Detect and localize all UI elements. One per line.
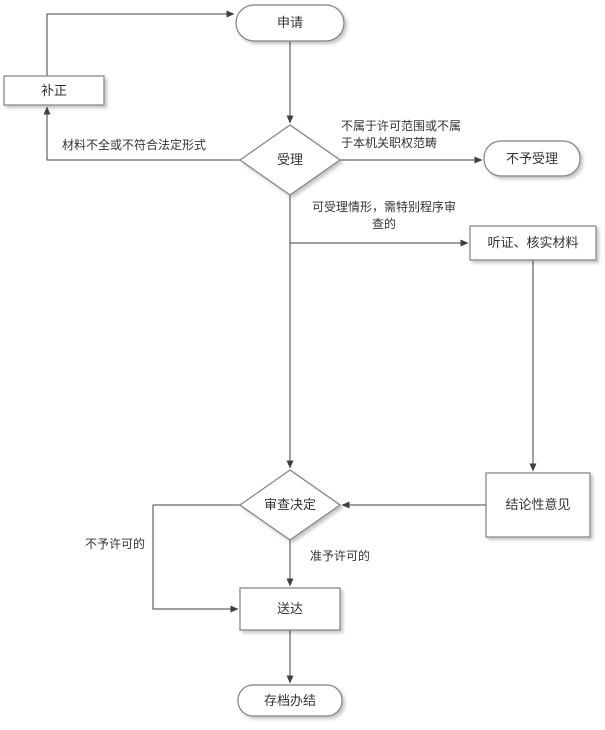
not-accepted-node — [483, 140, 581, 177]
label-permitted: 准予许可的 — [310, 548, 370, 563]
conclusion-node — [485, 472, 591, 538]
label-out-of-scope-line1: 不属于许可范围或不属 — [341, 119, 461, 133]
review-decision-node — [238, 469, 342, 541]
accept-label: 受理 — [277, 153, 303, 168]
hearing-node — [469, 225, 597, 261]
not-accepted-label: 不予受理 — [506, 152, 558, 167]
conclusion-label: 结论性意见 — [505, 497, 570, 513]
connectors — [43, 10, 537, 684]
label-incomplete-materials: 材料不全或不符合法定形式 — [62, 137, 206, 152]
archive-label: 存档办结 — [264, 694, 316, 709]
correction-label: 补正 — [41, 84, 67, 99]
edge-accept-to-correction — [43, 106, 240, 161]
nodes: 申请 补正 受理 不予受理 听证、核实材料 结论性意见 审查决定 送达 存档办结 — [3, 4, 597, 717]
label-not-permitted: 不予许可的 — [85, 536, 145, 551]
label-special-procedure-line1: 可受理情形，需特别程序审 — [312, 199, 456, 214]
label-special-procedure-line2: 查的 — [372, 216, 396, 231]
review-decision-label: 审查决定 — [264, 498, 316, 513]
correction-node — [3, 75, 105, 106]
hearing-label: 听证、核实材料 — [487, 236, 578, 251]
edge-review-to-deliver-left — [152, 504, 240, 613]
edge-labels: 材料不全或不符合法定形式 不属于许可范围或不属 于本机关职权范畴 可受理情形，需… — [62, 119, 461, 563]
apply-label: 申请 — [277, 16, 303, 31]
apply-node — [235, 4, 345, 42]
deliver-label: 送达 — [277, 602, 303, 617]
accept-decision-node — [238, 124, 342, 196]
label-out-of-scope-line2: 于本机关职权范畴 — [341, 136, 437, 150]
archive-node — [237, 684, 343, 717]
edge-correction-to-apply — [46, 10, 235, 76]
deliver-node — [239, 587, 341, 631]
